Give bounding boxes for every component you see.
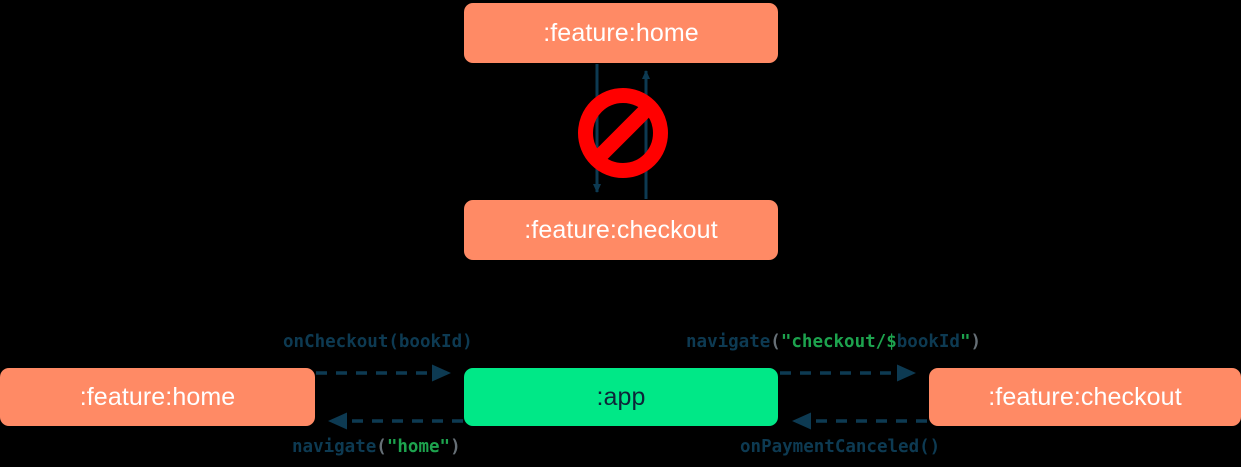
code-token: navigate [686,332,771,352]
code-token: navigate [292,437,377,457]
module-node-label: :app [596,382,646,411]
module-node-label: :feature:home [79,382,236,411]
module-node-feature-home-top[interactable]: :feature:home [464,3,778,63]
code-token: "home" [386,437,451,457]
code-token: " [959,332,971,352]
module-node-label: :feature:checkout [988,382,1182,411]
code-token: ) [970,332,982,352]
edge-label-checkout-to-app: onPaymentCanceled() [740,437,940,457]
code-token: ) [450,437,461,457]
module-node-app[interactable]: :app [464,368,778,426]
edge-label-home-to-app: onCheckout(bookId) [283,332,473,352]
code-token: ( [770,332,781,352]
module-node-label: :feature:home [543,18,699,47]
code-token: onPaymentCanceled() [740,437,941,457]
code-token: ( [376,437,387,457]
no-entry-icon [578,88,668,178]
code-token: onCheckout(bookId) [283,332,473,352]
code-token: bookId [896,332,960,352]
module-node-feature-checkout-top[interactable]: :feature:checkout [464,200,778,260]
module-node-feature-checkout-bottom[interactable]: :feature:checkout [929,368,1241,426]
edge-label-app-to-home: navigate("home") [292,437,461,457]
code-token: "checkout/$ [780,332,897,352]
module-node-label: :feature:checkout [524,215,718,244]
module-node-feature-home-bottom[interactable]: :feature:home [0,368,315,426]
edge-label-app-to-checkout: navigate("checkout/$bookId") [686,332,981,352]
